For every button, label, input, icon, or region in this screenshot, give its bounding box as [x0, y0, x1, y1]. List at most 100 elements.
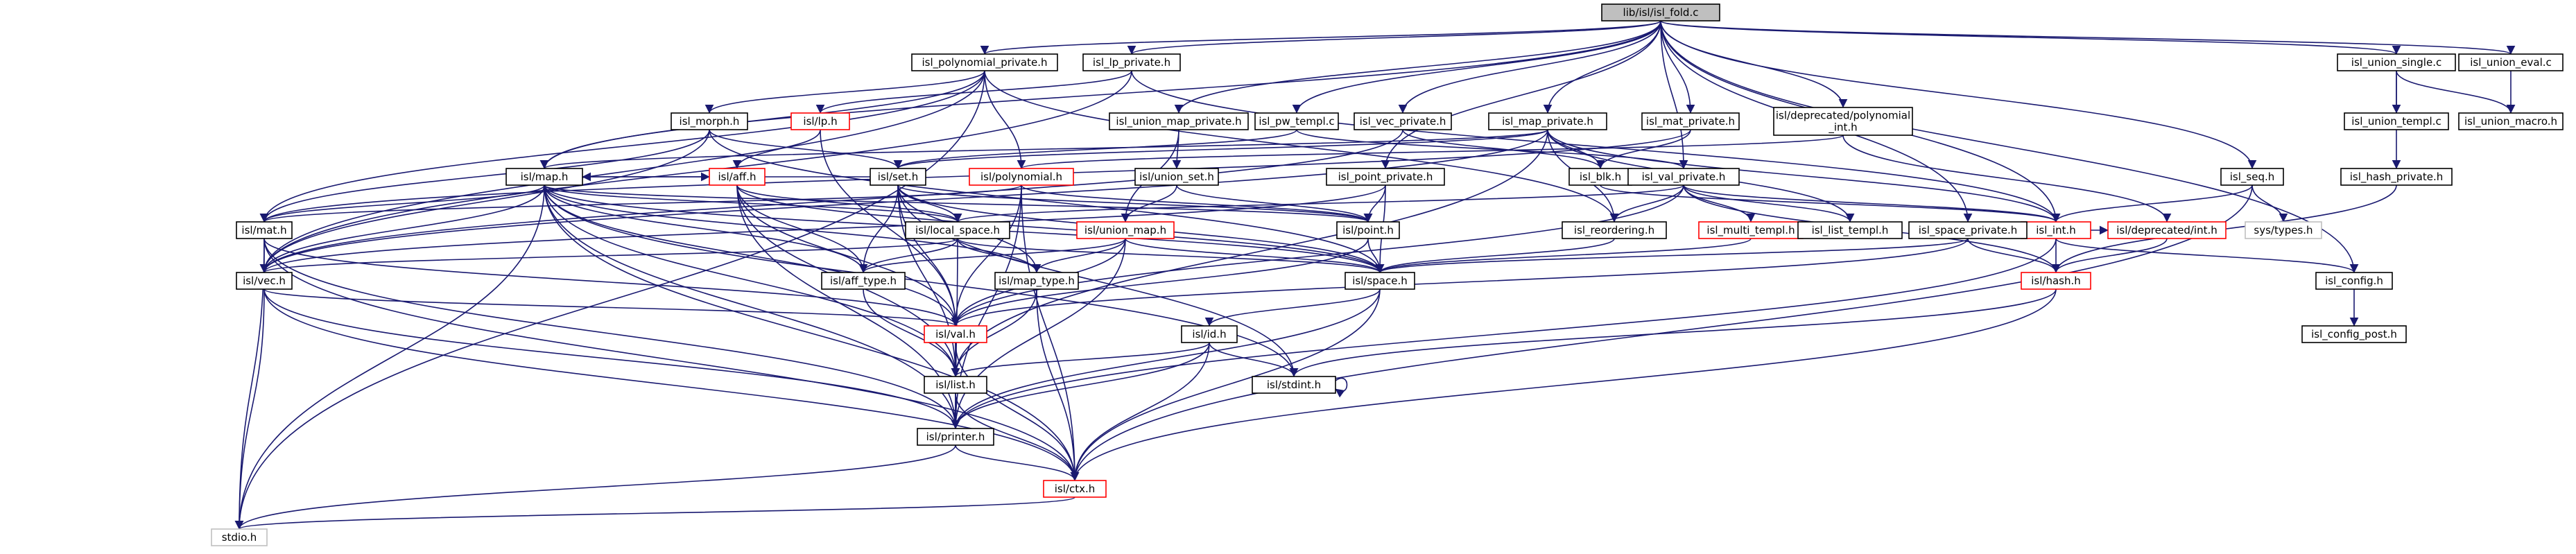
node-set[interactable]: isl/set.h — [870, 168, 926, 186]
edge-root-to-point_priv — [1381, 20, 1661, 169]
node-vec[interactable]: isl/vec.h — [236, 272, 293, 290]
node-label: isl_reordering.h — [1574, 224, 1654, 237]
node-config[interactable]: isl_config.h — [2315, 272, 2393, 290]
node-box — [2340, 168, 2453, 186]
node-depr-int[interactable]: isl/deprecated/int.h — [2107, 221, 2227, 239]
node-point[interactable]: isl/point.h — [1336, 221, 1400, 239]
node-stdint[interactable]: isl/stdint.h — [1252, 376, 1336, 394]
node-aff[interactable]: isl/aff.h — [709, 168, 766, 186]
node-label: isl_config_post.h — [2311, 328, 2397, 341]
node-hash-priv[interactable]: isl_hash_private.h — [2340, 168, 2453, 186]
edge-root-to-union_eval — [1660, 20, 2515, 55]
node-label: isl/map.h — [521, 171, 569, 183]
node-umap-priv[interactable]: isl_union_map_private.h — [1109, 112, 1249, 130]
node-label: isl/hash.h — [2031, 275, 2081, 287]
node-box — [924, 376, 987, 394]
node-label: isl_map_private.h — [1502, 115, 1593, 128]
node-label: isl/id.h — [1192, 328, 1226, 340]
node-mat[interactable]: isl/mat.h — [236, 221, 293, 239]
edge-space_priv-to-hash — [1967, 238, 2061, 273]
edge-poly_priv-to-morph — [704, 70, 985, 114]
node-blk[interactable]: isl_blk.h — [1568, 168, 1632, 186]
node-box — [2021, 272, 2091, 290]
edge-union_map-to-space — [1125, 238, 1385, 273]
node-union-eval[interactable]: isl_union_eval.c — [2458, 53, 2564, 71]
edge-root-to-map — [539, 20, 1661, 169]
node-union-macro[interactable]: isl_union_macro.h — [2458, 112, 2564, 130]
node-map-type[interactable]: isl/map_type.h — [994, 272, 1079, 290]
node-int[interactable]: isl_int.h — [2021, 221, 2091, 239]
node-vec-priv[interactable]: isl_vec_private.h — [1354, 112, 1452, 130]
edge-depr_int-to-hash — [2051, 238, 2168, 273]
node-box — [2245, 221, 2322, 239]
edge-poly_priv-to-map — [539, 70, 985, 169]
edge-map-to-point — [544, 184, 1372, 223]
edge-list-to-ctx — [955, 392, 1080, 481]
node-label: isl_union_templ.c — [2351, 115, 2441, 128]
edge-aff-to-val — [736, 184, 960, 327]
node-union-map[interactable]: isl/union_map.h — [1076, 221, 1175, 239]
node-box — [2458, 112, 2564, 130]
node-val[interactable]: isl/val.h — [924, 325, 987, 343]
node-label: isl_union_single.c — [2351, 56, 2441, 69]
node-lp[interactable]: isl/lp.h — [790, 112, 850, 130]
node-map-priv[interactable]: isl_map_private.h — [1488, 112, 1607, 130]
node-box — [1181, 325, 1238, 343]
node-aff-type[interactable]: isl/aff_type.h — [821, 272, 906, 290]
node-ctx[interactable]: isl/ctx.h — [1043, 480, 1107, 498]
edge-map_priv-to-set — [894, 129, 1548, 169]
edge-ctx-to-stdio — [235, 496, 1075, 530]
edge-printer-to-ctx — [955, 444, 1080, 481]
node-box — [1043, 480, 1107, 498]
node-std[interactable]: isl/id.h — [1181, 325, 1238, 343]
node-union-single[interactable]: isl_union_single.c — [2337, 53, 2456, 71]
node-list-templ[interactable]: isl_list_templ.h — [1797, 221, 1903, 239]
node-poly-priv[interactable]: isl_polynomial_private.h — [911, 53, 1058, 71]
edge-vec-to-val — [263, 288, 960, 327]
node-depr-poly[interactable]: isl/deprecated/polynomial_int.h — [1773, 107, 1913, 136]
edge-aff-to-local_space — [736, 184, 962, 223]
node-printer[interactable]: isl/printer.h — [917, 428, 994, 446]
node-label: sys/types.h — [2254, 224, 2313, 236]
edge-val_priv-to-list_templ — [1683, 184, 1855, 223]
edge-union_single-to-union_macro — [2396, 70, 2516, 114]
node-reordering[interactable]: isl_reordering.h — [1562, 221, 1667, 239]
edge-polynomial-to-ctx — [1021, 184, 1080, 481]
node-box — [1562, 221, 1667, 239]
node-label: isl_blk.h — [1580, 171, 1621, 184]
node-morph[interactable]: isl_morph.h — [671, 112, 748, 130]
node-label: isl/val.h — [935, 328, 976, 340]
edge-val_priv-to-val — [951, 184, 1684, 327]
node-val-priv[interactable]: isl_val_private.h — [1627, 168, 1740, 186]
node-seq[interactable]: isl_seq.h — [2220, 168, 2284, 186]
node-stdio: stdio.h — [211, 528, 268, 546]
node-union-set[interactable]: isl/union_set.h — [1134, 168, 1219, 186]
edge-mat-to-val — [263, 238, 960, 327]
node-mat-priv[interactable]: isl_mat_private.h — [1641, 112, 1740, 130]
node-lp-priv[interactable]: isl_lp_private.h — [1082, 53, 1181, 71]
edge-space_priv-to-val — [951, 238, 1969, 327]
node-map[interactable]: isl/map.h — [505, 168, 583, 186]
node-config-post[interactable]: isl_config_post.h — [2301, 325, 2407, 343]
node-label: isl/mat.h — [241, 224, 286, 236]
node-point-priv[interactable]: isl_point_private.h — [1326, 168, 1445, 186]
node-root[interactable]: lib/isl/isl_fold.c — [1601, 3, 1720, 21]
node-hash[interactable]: isl/hash.h — [2021, 272, 2091, 290]
node-pw-templ[interactable]: isl_pw_templ.c — [1254, 112, 1339, 130]
edge-morph-to-space — [709, 129, 1385, 273]
edge-aff_type-to-list — [863, 288, 960, 377]
node-label: isl_union_eval.c — [2470, 56, 2552, 69]
edge-umap_priv-to-union_set — [1172, 129, 1182, 169]
edge-point_priv-to-point — [1363, 184, 1386, 223]
node-union-templ[interactable]: isl_union_templ.c — [2344, 112, 2449, 130]
node-box — [2344, 112, 2449, 130]
edge-map-to-map_type — [544, 184, 1041, 273]
node-list[interactable]: isl/list.h — [924, 376, 987, 394]
edge-mat-to-stdio — [234, 238, 265, 530]
node-local-space[interactable]: isl/local_space.h — [905, 221, 1010, 239]
node-space-priv[interactable]: isl_space_private.h — [1908, 221, 2028, 239]
node-label: isl/union_map.h — [1084, 224, 1166, 237]
node-polynomial[interactable]: isl/polynomial.h — [969, 168, 1074, 186]
node-multi-templ[interactable]: isl_multi_templ.h — [1698, 221, 1804, 239]
node-space[interactable]: isl/space.h — [1345, 272, 1415, 290]
